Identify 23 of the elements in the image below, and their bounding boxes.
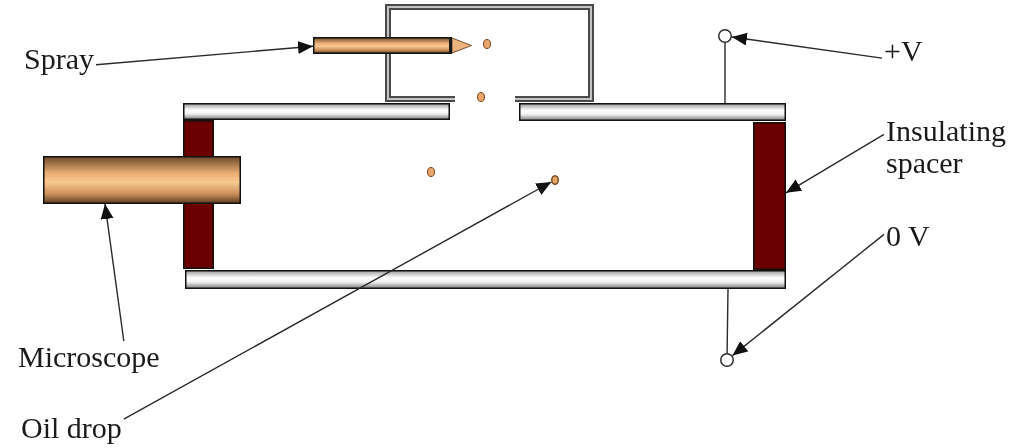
leader-arrow — [731, 32, 883, 59]
spacer-label: Insulating spacer — [884, 115, 1020, 180]
insulating-spacer — [753, 122, 786, 270]
capacitor-plate — [185, 270, 786, 289]
capacitor-plate — [183, 103, 450, 120]
microscope-tube — [43, 156, 241, 204]
terminal-circle — [720, 353, 734, 367]
wire — [724, 42, 726, 104]
microscope-label: Microscope — [16, 341, 162, 374]
leader-arrow — [731, 233, 885, 357]
oil-drop-label: Oil drop — [19, 412, 124, 445]
leader-arrow — [785, 133, 885, 194]
oil-droplet — [551, 175, 559, 185]
voltage-label: 0 V — [884, 220, 932, 253]
spray-nozzle — [313, 37, 472, 54]
leader-arrow — [95, 41, 314, 66]
spray-label: Spray — [22, 43, 96, 76]
wire — [726, 288, 729, 354]
capacitor-plate — [519, 103, 786, 121]
terminal-circle — [718, 29, 732, 43]
voltage-label: +V — [882, 35, 925, 68]
leader-arrow — [100, 203, 125, 342]
leader-arrow — [123, 181, 552, 420]
